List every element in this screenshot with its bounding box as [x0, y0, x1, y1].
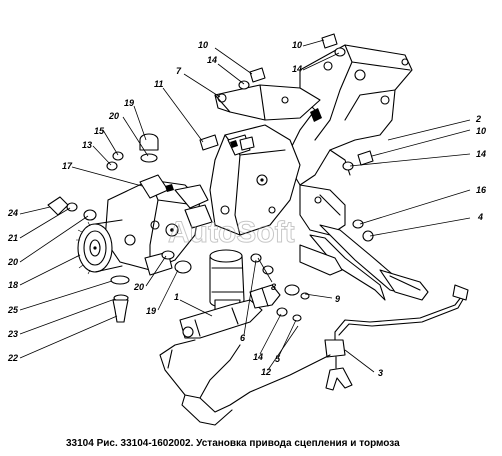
booster-bracket	[209, 124, 301, 236]
callout-23: 23	[7, 329, 18, 339]
fork-9	[284, 284, 300, 296]
callout-22: 22	[7, 353, 18, 363]
callout-24: 24	[7, 208, 18, 218]
washer-14d	[276, 307, 288, 317]
callout-15: 15	[94, 126, 105, 136]
bolt-22	[112, 299, 129, 323]
callout-11: 11	[154, 79, 163, 89]
bolt-10c	[357, 150, 374, 166]
callout-2: 2	[475, 114, 481, 124]
clutch-pump	[104, 174, 213, 276]
callout-14-d: 14	[253, 352, 263, 362]
callout-1: 1	[174, 292, 179, 302]
fitting-24	[47, 196, 69, 216]
master-cylinder	[179, 249, 281, 339]
callout-12: 12	[261, 367, 271, 377]
washer-9	[300, 292, 310, 300]
leader-lines	[19, 39, 471, 373]
callout-18: 18	[8, 280, 18, 290]
washer-25	[110, 275, 130, 285]
shading	[93, 108, 322, 250]
callout-6: 6	[240, 333, 246, 343]
figure-caption: 33104 Рис. 33104-1602002. Установка прив…	[66, 438, 400, 449]
washer-13	[106, 161, 118, 171]
washer-14b	[334, 47, 346, 57]
callout-14-b: 14	[292, 64, 302, 74]
callout-19-a: 19	[124, 98, 134, 108]
callout-5: 5	[275, 354, 281, 364]
hydraulic-pipe	[159, 339, 331, 426]
watermark: AutoSoft	[168, 216, 295, 249]
small-parts	[47, 33, 374, 323]
callout-10-c: 10	[476, 126, 486, 136]
cap-19	[139, 133, 159, 151]
callout-8: 8	[271, 282, 276, 292]
callout-10-a: 10	[198, 40, 208, 50]
bolt-10b	[321, 33, 338, 49]
callout-14-c: 14	[476, 149, 486, 159]
callout-4: 4	[477, 212, 483, 222]
pedal-assembly	[299, 184, 429, 301]
callout-14-a: 14	[207, 55, 217, 65]
callout-20-c: 20	[133, 282, 144, 292]
callout-10-b: 10	[292, 40, 302, 50]
stud	[239, 136, 255, 151]
washer-14a	[238, 80, 250, 90]
washer-21b	[83, 209, 97, 221]
fitting-8b	[262, 265, 274, 275]
bolt-10a	[249, 67, 266, 83]
callout-16: 16	[476, 185, 487, 195]
callout-labels: 10 10 14 14 7 11 2 10 14 16 4 19 20 15 1…	[7, 40, 487, 378]
washer-16	[352, 219, 364, 229]
callout-13: 13	[82, 140, 92, 150]
pedal-bracket	[284, 44, 413, 186]
callout-7: 7	[176, 66, 182, 76]
callout-20-b: 20	[7, 257, 18, 267]
bolt-11	[199, 134, 219, 151]
callout-21: 21	[7, 233, 18, 243]
callout-17: 17	[62, 161, 73, 171]
callout-25: 25	[7, 305, 19, 315]
callout-3: 3	[378, 368, 383, 378]
diagram-artwork	[47, 33, 469, 426]
sensor-cable	[324, 284, 469, 391]
callout-9: 9	[335, 294, 340, 304]
upper-bracket	[214, 84, 321, 121]
pin-5	[292, 314, 302, 322]
washer-21a	[66, 202, 78, 212]
callout-20-a: 20	[108, 111, 119, 121]
plug-19	[174, 260, 192, 274]
nut-4	[362, 230, 374, 242]
washer-20	[161, 250, 175, 260]
nut-15	[112, 151, 124, 161]
callout-19-b: 19	[146, 306, 156, 316]
washer-20-top	[140, 153, 158, 163]
